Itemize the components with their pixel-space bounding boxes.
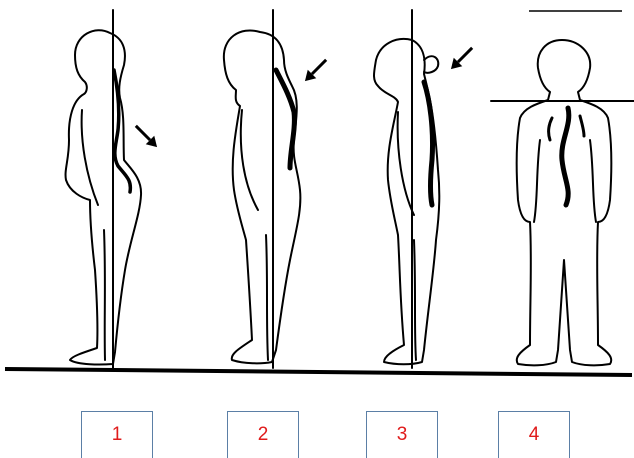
- figure-4-arm-left: [534, 140, 540, 222]
- figure-3-spine: [424, 82, 433, 205]
- figure-4-scapula-right: [580, 116, 584, 136]
- figure-3-flat-back: [374, 10, 439, 368]
- figure-1-lordosis: [66, 10, 142, 368]
- figure-4-arm-right: [590, 140, 596, 222]
- label-box-2: 2: [227, 411, 299, 458]
- figure-4-scoliosis: [491, 40, 634, 365]
- label-4: 4: [529, 424, 540, 446]
- arrow-icon: [447, 44, 477, 74]
- arrow-icon: [132, 122, 162, 152]
- figure-1-leg-separation: [104, 230, 105, 360]
- figure-3-leg-separation: [414, 240, 416, 360]
- figure-3-ponytail: [424, 56, 438, 73]
- figure-4-spine: [562, 108, 569, 205]
- figure-2-kyphosis: [224, 10, 301, 368]
- figure-1-silhouette: [66, 30, 142, 364]
- label-3: 3: [397, 424, 408, 446]
- figure-2-leg-separation: [266, 235, 268, 360]
- label-2: 2: [258, 424, 269, 446]
- label-box-1: 1: [81, 411, 153, 458]
- label-1: 1: [112, 424, 123, 446]
- floor-line: [5, 369, 632, 375]
- figure-2-silhouette: [224, 30, 301, 363]
- arrow-icon: [301, 56, 331, 86]
- figure-1-arm: [82, 110, 98, 205]
- figure-4-silhouette: [517, 40, 612, 365]
- figure-4-scapula-left: [549, 118, 552, 140]
- figure-2-arm: [241, 110, 258, 210]
- label-box-4: 4: [498, 411, 570, 458]
- label-box-3: 3: [366, 411, 438, 458]
- figure-1-spine: [114, 70, 130, 192]
